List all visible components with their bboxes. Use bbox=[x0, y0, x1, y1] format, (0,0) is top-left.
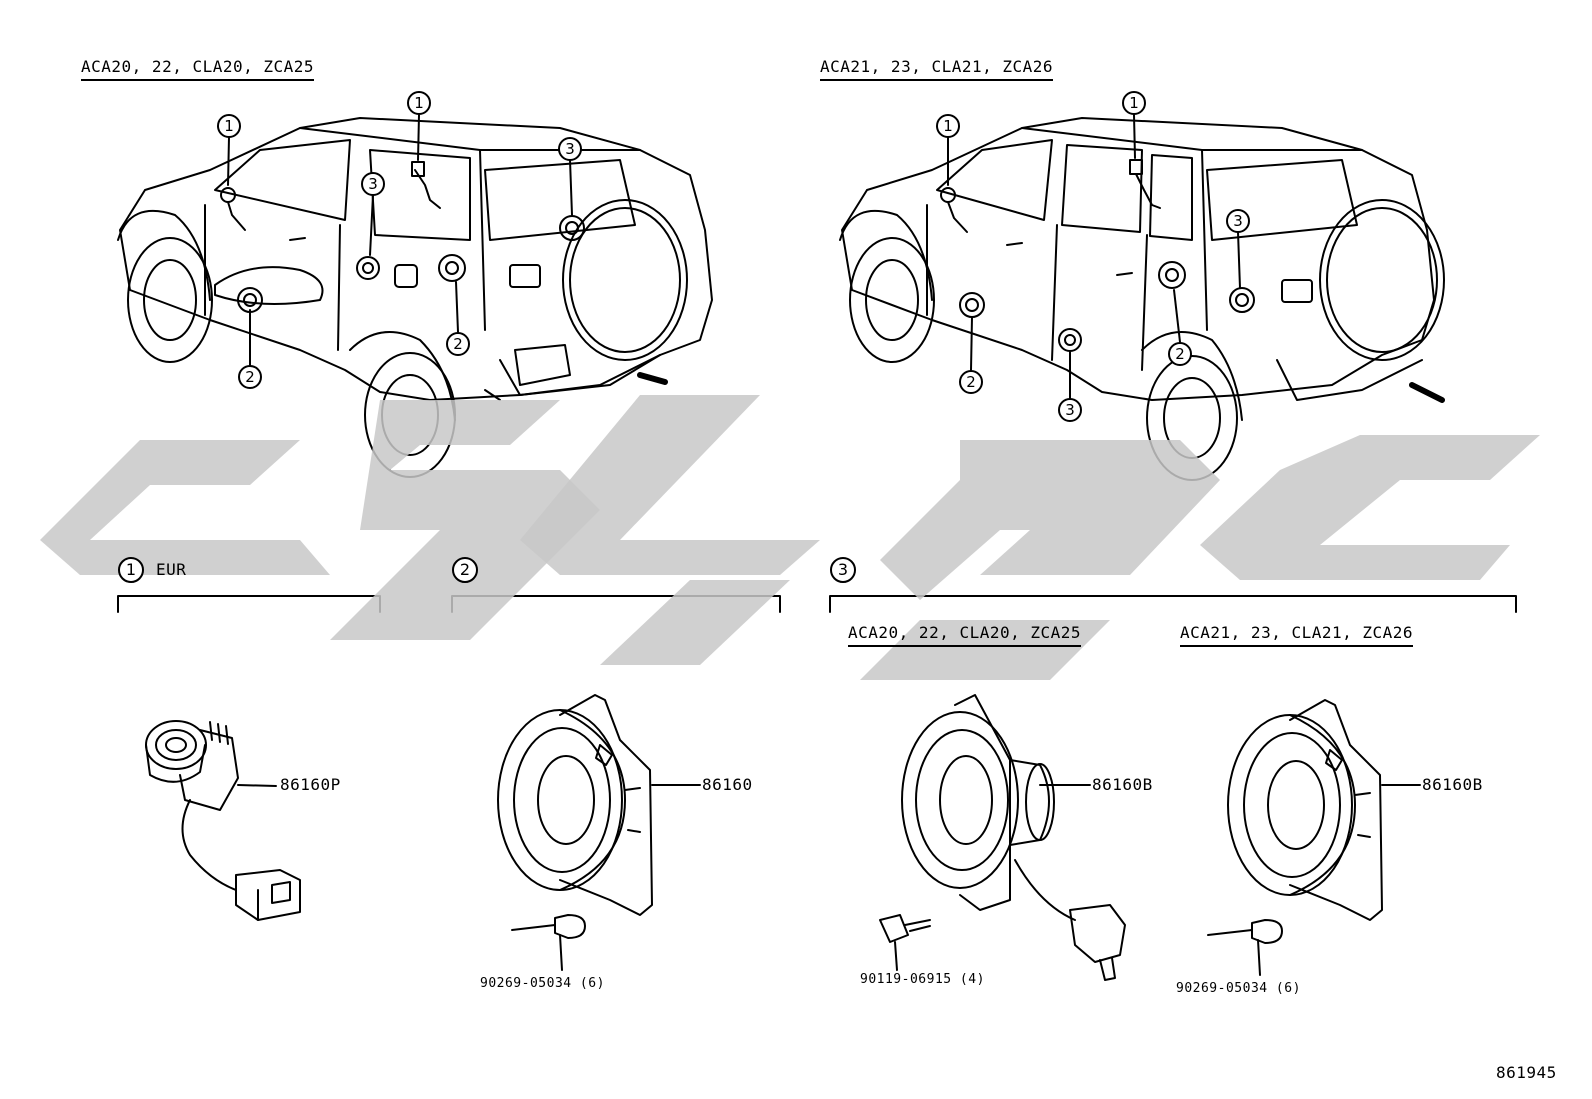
part-number-rivet: 90269-05034 (6) bbox=[480, 976, 605, 991]
section-brackets bbox=[117, 595, 1517, 613]
part-number-86160: 86160 bbox=[702, 775, 753, 794]
callout-3: 3 bbox=[1226, 209, 1250, 233]
part-86160B-a-illustration bbox=[879, 694, 1126, 981]
diagram-id: 861945 bbox=[1496, 1063, 1557, 1082]
suv-3door-illustration bbox=[117, 114, 713, 478]
callout-2: 2 bbox=[1168, 342, 1192, 366]
callout-3: 3 bbox=[558, 137, 582, 161]
callout-1: 1 bbox=[217, 114, 241, 138]
section-3-right-title: ACA21, 23, CLA21, ZCA26 bbox=[1180, 624, 1414, 647]
section-1-region: EUR bbox=[156, 560, 187, 579]
part-number-86160B: 86160B bbox=[1092, 775, 1153, 794]
part-86160P-illustration bbox=[145, 720, 301, 921]
callout-3: 3 bbox=[1058, 398, 1082, 422]
part-86160-illustration bbox=[497, 694, 701, 971]
callout-2: 2 bbox=[446, 332, 470, 356]
part-number-screw: 90119-06915 (4) bbox=[860, 972, 985, 987]
left-variant-title: ACA20, 22, CLA20, ZCA25 bbox=[81, 58, 315, 81]
right-variant-title: ACA21, 23, CLA21, ZCA26 bbox=[820, 58, 1054, 81]
callout-1: 1 bbox=[407, 91, 431, 115]
callout-1: 1 bbox=[1122, 91, 1146, 115]
part-86160B-b-illustration bbox=[1207, 699, 1421, 976]
suv-5door-illustration bbox=[839, 114, 1445, 481]
section-3-callout: 3 bbox=[830, 557, 856, 583]
section-3-left-title: ACA20, 22, CLA20, ZCA25 bbox=[848, 624, 1082, 647]
section-2-callout: 2 bbox=[452, 557, 478, 583]
callout-3: 3 bbox=[361, 172, 385, 196]
callout-1: 1 bbox=[936, 114, 960, 138]
section-1-callout: 1 bbox=[118, 557, 144, 583]
part-number-86160B: 86160B bbox=[1422, 775, 1483, 794]
part-number-86160P: 86160P bbox=[280, 775, 341, 794]
callout-2: 2 bbox=[238, 365, 262, 389]
callout-2: 2 bbox=[959, 370, 983, 394]
part-number-rivet: 90269-05034 (6) bbox=[1176, 981, 1301, 996]
